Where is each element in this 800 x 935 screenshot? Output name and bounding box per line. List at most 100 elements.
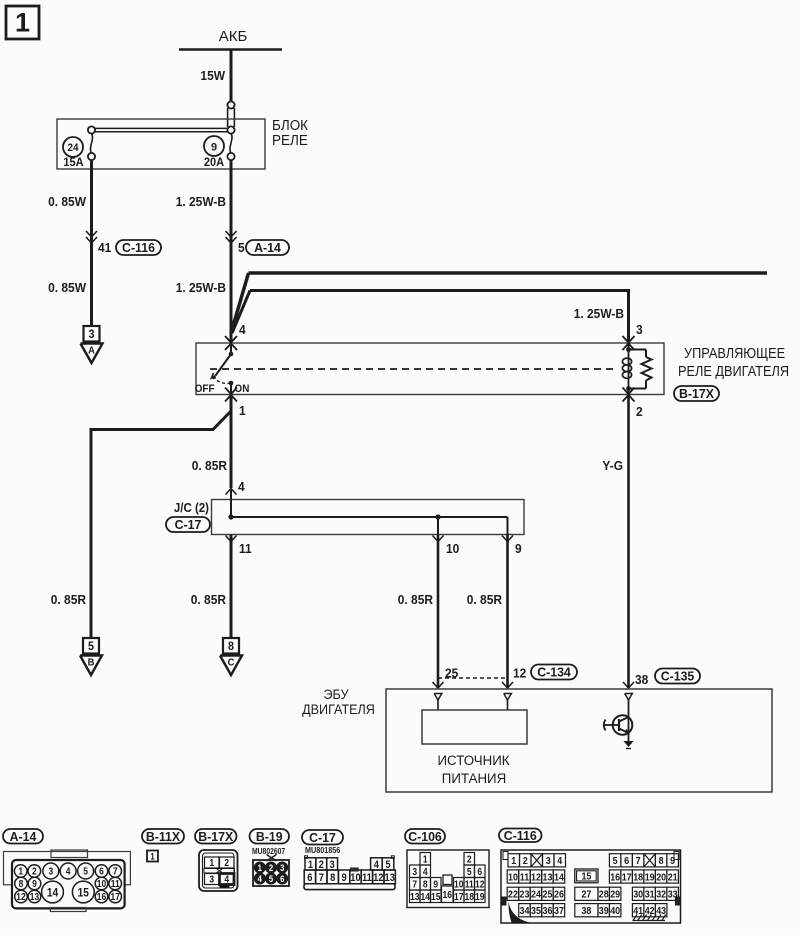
svg-text:ЭБУ: ЭБУ — [323, 686, 349, 702]
svg-text:8: 8 — [19, 878, 24, 889]
svg-text:22: 22 — [508, 889, 518, 901]
svg-text:6: 6 — [307, 872, 312, 884]
svg-text:5: 5 — [238, 241, 245, 256]
svg-text:27: 27 — [581, 889, 591, 901]
svg-text:38: 38 — [635, 673, 648, 688]
svg-text:17: 17 — [454, 891, 463, 902]
svg-text:0. 85W: 0. 85W — [48, 195, 86, 210]
svg-text:5: 5 — [269, 873, 274, 884]
svg-text:31: 31 — [645, 889, 655, 901]
svg-text:8: 8 — [330, 872, 335, 884]
svg-text:6: 6 — [477, 866, 482, 877]
svg-text:2: 2 — [224, 857, 229, 868]
svg-text:1: 1 — [423, 854, 428, 865]
svg-text:4: 4 — [374, 859, 379, 871]
svg-text:ДВИГАТЕЛЯ: ДВИГАТЕЛЯ — [302, 701, 375, 717]
svg-text:23: 23 — [519, 889, 529, 901]
svg-text:41: 41 — [633, 905, 643, 917]
svg-text:25: 25 — [445, 666, 458, 681]
svg-text:36: 36 — [542, 905, 552, 917]
svg-text:B-11X: B-11X — [146, 830, 181, 844]
svg-text:5: 5 — [385, 859, 390, 871]
svg-text:3: 3 — [48, 866, 53, 877]
svg-text:7: 7 — [113, 866, 118, 877]
svg-text:A-14: A-14 — [10, 830, 37, 844]
svg-text:Y-G: Y-G — [602, 459, 623, 474]
svg-text:6: 6 — [99, 866, 104, 877]
svg-text:9: 9 — [515, 542, 522, 557]
svg-text:MU801856: MU801856 — [305, 845, 341, 855]
svg-text:30: 30 — [633, 889, 643, 901]
svg-text:40: 40 — [610, 905, 620, 917]
svg-text:1. 25W-B: 1. 25W-B — [176, 195, 226, 210]
svg-text:12: 12 — [373, 872, 384, 884]
svg-text:1: 1 — [258, 862, 263, 873]
svg-text:18: 18 — [633, 872, 643, 884]
svg-text:0. 85R: 0. 85R — [192, 459, 227, 474]
svg-text:УПРАВЛЯЮЩЕЕ: УПРАВЛЯЮЩЕЕ — [684, 344, 785, 361]
svg-text:3: 3 — [546, 855, 551, 867]
svg-text:2: 2 — [269, 862, 274, 873]
svg-text:B-17X: B-17X — [198, 830, 233, 844]
svg-text:7: 7 — [319, 872, 324, 884]
svg-text:0. 85R: 0. 85R — [51, 593, 86, 608]
svg-text:1: 1 — [239, 404, 246, 419]
svg-text:3: 3 — [209, 874, 214, 885]
svg-text:4: 4 — [238, 480, 245, 495]
svg-text:2: 2 — [636, 405, 643, 420]
svg-text:АКБ: АКБ — [219, 28, 248, 45]
svg-text:9: 9 — [32, 878, 37, 889]
svg-text:5: 5 — [467, 866, 472, 877]
svg-text:9: 9 — [670, 855, 675, 867]
svg-text:1: 1 — [150, 851, 155, 862]
svg-text:5: 5 — [613, 855, 618, 867]
svg-text:B-17X: B-17X — [679, 387, 714, 401]
svg-text:20: 20 — [656, 872, 666, 884]
svg-text:12: 12 — [531, 872, 541, 884]
svg-text:42: 42 — [645, 905, 655, 917]
svg-text:A-14: A-14 — [254, 241, 281, 255]
svg-text:2: 2 — [523, 855, 528, 867]
svg-text:24: 24 — [67, 143, 78, 155]
svg-text:13: 13 — [385, 872, 396, 884]
svg-text:20A: 20A — [204, 157, 225, 169]
svg-text:3: 3 — [330, 859, 335, 871]
svg-text:0. 85R: 0. 85R — [398, 593, 433, 608]
svg-text:8: 8 — [228, 641, 234, 654]
svg-text:1. 25W-B: 1. 25W-B — [574, 307, 624, 322]
svg-text:11: 11 — [111, 878, 120, 889]
svg-text:12: 12 — [16, 891, 25, 902]
svg-text:4: 4 — [258, 873, 263, 884]
svg-text:1. 25W-B: 1. 25W-B — [176, 281, 226, 296]
svg-text:9: 9 — [211, 142, 217, 154]
svg-text:6: 6 — [280, 873, 285, 884]
svg-text:4: 4 — [66, 866, 71, 877]
svg-text:C-116: C-116 — [122, 241, 155, 255]
svg-text:РЕЛЕ ДВИГАТЕЛЯ: РЕЛЕ ДВИГАТЕЛЯ — [678, 362, 789, 379]
svg-text:3: 3 — [412, 866, 417, 877]
svg-text:10: 10 — [508, 872, 518, 884]
svg-text:0. 85W: 0. 85W — [48, 281, 86, 296]
svg-text:3: 3 — [636, 323, 643, 338]
svg-text:19: 19 — [645, 872, 655, 884]
svg-text:0. 85R: 0. 85R — [191, 593, 226, 608]
svg-text:2: 2 — [32, 866, 37, 877]
svg-text:10: 10 — [446, 542, 459, 557]
svg-text:4: 4 — [423, 866, 428, 877]
svg-text:28: 28 — [599, 889, 609, 901]
svg-text:1: 1 — [308, 859, 313, 871]
svg-text:C: C — [228, 657, 235, 669]
svg-text:5: 5 — [88, 641, 95, 654]
svg-text:41: 41 — [98, 241, 111, 256]
svg-text:24: 24 — [531, 889, 541, 901]
svg-text:1: 1 — [15, 8, 30, 38]
svg-text:9: 9 — [342, 872, 347, 884]
svg-text:1: 1 — [18, 866, 23, 877]
svg-text:РЕЛЕ: РЕЛЕ — [272, 132, 308, 149]
svg-text:0. 85R: 0. 85R — [467, 593, 502, 608]
svg-text:13: 13 — [30, 891, 39, 902]
svg-text:C-17: C-17 — [175, 518, 202, 532]
svg-text:21: 21 — [668, 872, 678, 884]
svg-text:1: 1 — [209, 857, 214, 868]
svg-text:35: 35 — [531, 905, 541, 917]
